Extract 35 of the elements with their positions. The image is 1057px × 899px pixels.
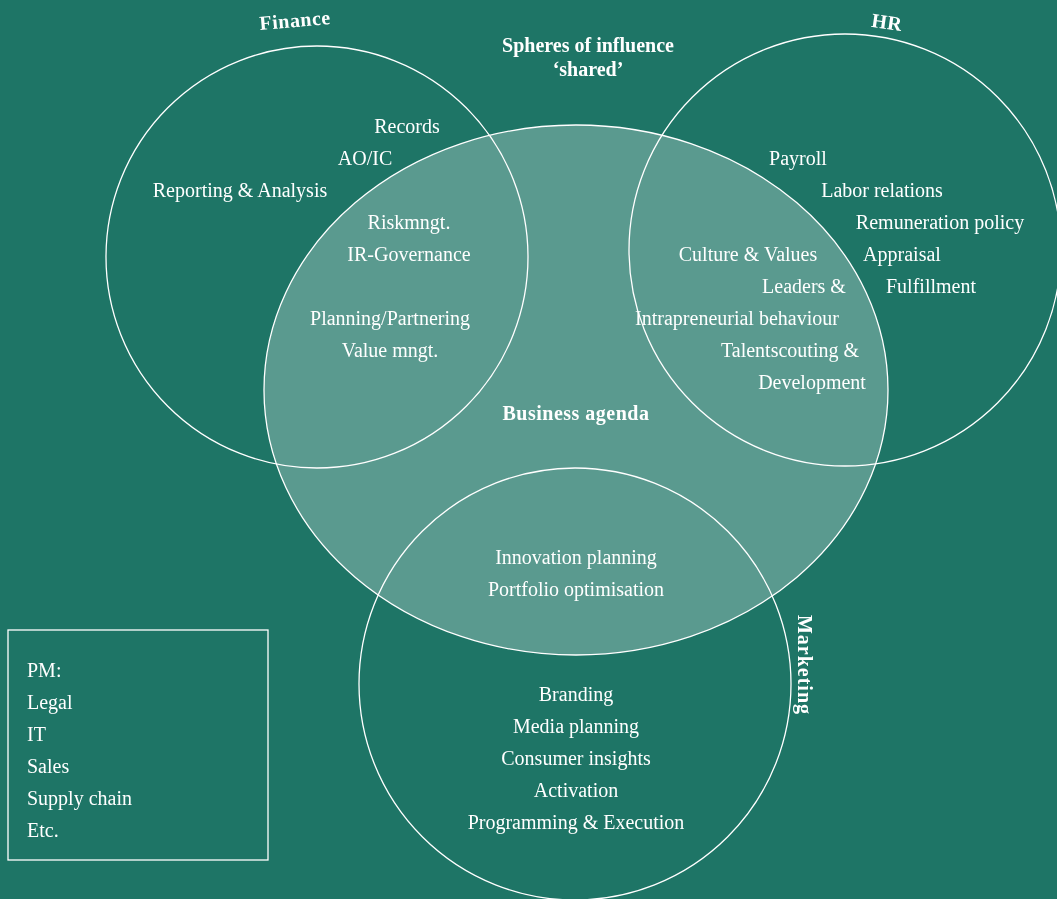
circle-heading: Business agenda <box>502 401 650 425</box>
circle-heading: HR <box>870 7 904 37</box>
venn-item-label: AO/IC <box>337 146 393 170</box>
venn-item-label: Consumer insights <box>501 746 651 770</box>
venn-item-label: Branding <box>538 682 614 706</box>
venn-item-label: Riskmngt. <box>367 210 451 234</box>
venn-item-label: Records <box>374 114 440 138</box>
venn-item-label: Fulfillment <box>886 274 976 298</box>
venn-item-label: Portfolio optimisation <box>487 577 665 601</box>
list-item: IT <box>27 722 46 746</box>
list-item: Etc. <box>27 818 59 842</box>
venn-item-label: Talentscouting & <box>721 338 859 362</box>
list-item: Supply chain <box>27 786 132 810</box>
list-item: Sales <box>27 754 70 778</box>
list-box <box>7 629 269 861</box>
venn-item-label: Value mngt. <box>341 338 439 362</box>
venn-item-label: Development <box>758 370 866 394</box>
venn-item-label: Remuneration policy <box>855 210 1025 234</box>
venn-item-label: Media planning <box>512 714 640 738</box>
venn-item-label: Innovation planning <box>495 545 657 569</box>
circle-heading: Marketing <box>793 614 817 716</box>
venn-item-label: Activation <box>533 778 619 802</box>
venn-item-label: Reporting & Analysis <box>152 178 328 202</box>
circle-heading: Finance <box>258 4 332 36</box>
venn-item-label: Programming & Execution <box>467 810 685 834</box>
venn-item-label: Culture & Values <box>678 242 818 266</box>
venn-item-label: Payroll <box>769 146 827 170</box>
venn-item-label: Planning/Partnering <box>310 306 470 330</box>
venn-item-label: Appraisal <box>863 242 941 266</box>
venn-item-label: IR-Governance <box>347 242 471 266</box>
heading-label: Spheres of influence ‘shared’ <box>501 33 675 81</box>
list-item: PM: <box>27 658 62 682</box>
list-item: Legal <box>27 690 73 714</box>
venn-item-label: Leaders & <box>762 274 846 298</box>
venn-item-label: Labor relations <box>821 178 943 202</box>
